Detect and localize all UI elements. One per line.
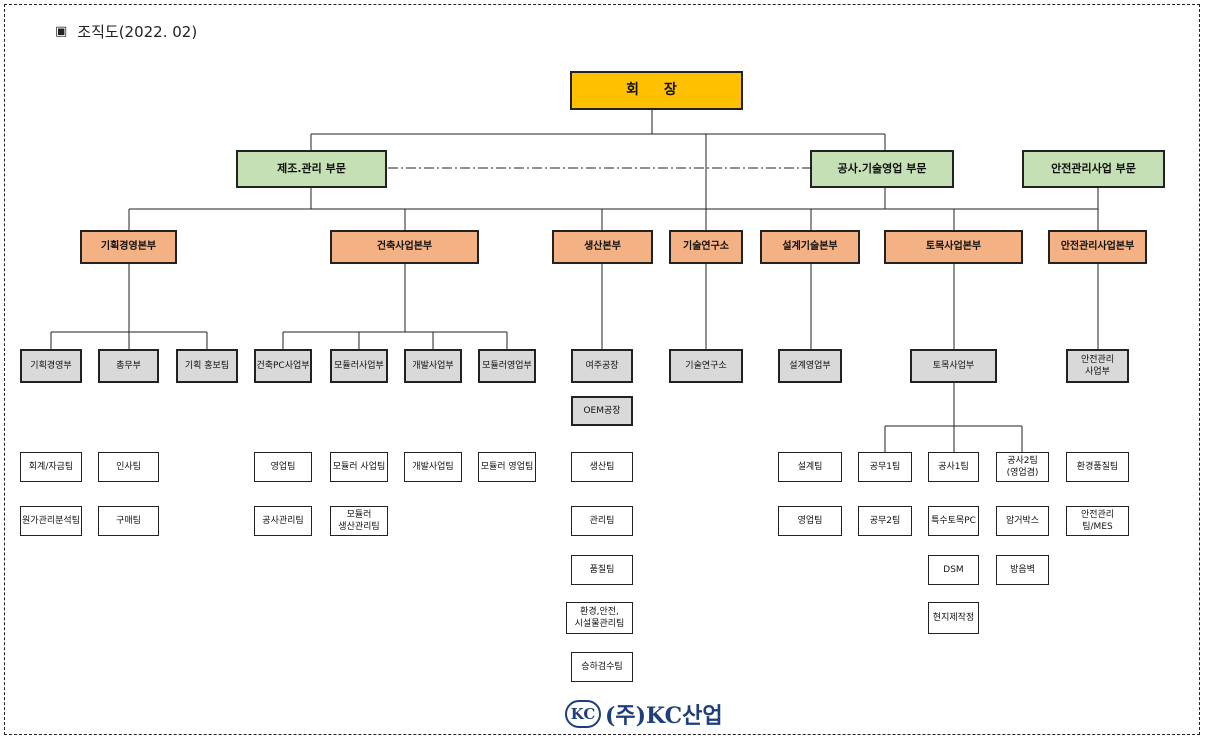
team-box: 개발사업팀 [404,452,462,482]
dept-box: 총무부 [98,349,159,383]
team-box: 모듈러 영업팀 [478,452,536,482]
page-frame [4,4,1200,735]
team-box: 현지제작정 [928,602,979,634]
page-title: 조직도(2022. 02) [77,23,198,41]
team-box: 영업팀 [254,452,312,482]
dept-box: 여주공장 [571,349,633,383]
team-box: 환경품질팀 [1066,452,1129,482]
team-box: 관리팀 [571,506,633,536]
division-construction: 공사.기술영업 부문 [810,150,954,188]
team-box: 생산팀 [571,452,633,482]
hq-architecture: 건축사업본부 [330,230,479,264]
team-box: 모듈러 생산관리팀 [330,506,388,536]
kc-logo-icon: KC [565,700,601,728]
dept-box: 기획 홍보팀 [176,349,238,383]
hq-production: 생산본부 [552,230,653,264]
team-box: 암거박스 [996,506,1049,536]
team-box: 승하검수팀 [571,652,633,682]
dept-box: OEM공장 [571,396,633,426]
hq-research-lab: 기술연구소 [669,230,743,264]
team-box: 모듈러 사업팀 [330,452,388,482]
team-box: DSM [928,555,979,585]
dept-box: 기획경영부 [20,349,82,383]
square-bullet-icon: ▣ [55,24,68,39]
dept-box: 안전관리 사업부 [1066,349,1129,383]
dept-box: 개발사업부 [404,349,462,383]
team-box: 인사팀 [98,452,159,482]
team-box: 품질팀 [571,555,633,585]
chair-box: 회 장 [570,71,743,110]
team-box: 공사1팀 [928,452,979,482]
team-box: 공사2팀 (영업겸) [996,452,1049,482]
dept-box: 설계영업부 [778,349,842,383]
team-box: 영업팀 [778,506,842,536]
team-box: 특수토목PC [928,506,979,536]
hq-safety: 안전관리사업본부 [1048,230,1147,264]
team-box: 안전관리팀/MES [1066,506,1129,536]
team-box: 공사관리팀 [254,506,312,536]
team-box: 공무2팀 [858,506,912,536]
team-box: 환경,안전, 시설물관리팀 [566,602,633,634]
company-logo: KC (주)KC산업 [565,698,723,730]
dept-box: 기술연구소 [669,349,743,383]
dept-box: 모듈러영업부 [478,349,536,383]
team-box: 구매팀 [98,506,159,536]
company-name: (주)KC산업 [605,703,723,729]
team-box: 설계팀 [778,452,842,482]
hq-design: 설계기술본부 [760,230,860,264]
hq-civil: 토목사업본부 [884,230,1023,264]
division-manufacturing: 제조.관리 부문 [236,150,387,188]
dept-box: 모듈러사업부 [330,349,388,383]
division-safety: 안전관리사업 부문 [1022,150,1165,188]
hq-planning: 기획경영본부 [80,230,177,264]
page-header: ▣ 조직도(2022. 02) [55,21,197,42]
team-box: 원가관리분석팀 [20,506,82,536]
dept-box: 토목사업부 [910,349,997,383]
team-box: 방음벽 [996,555,1049,585]
team-box: 공무1팀 [858,452,912,482]
team-box: 회계/자금팀 [20,452,82,482]
dept-box: 건축PC사업부 [254,349,312,383]
